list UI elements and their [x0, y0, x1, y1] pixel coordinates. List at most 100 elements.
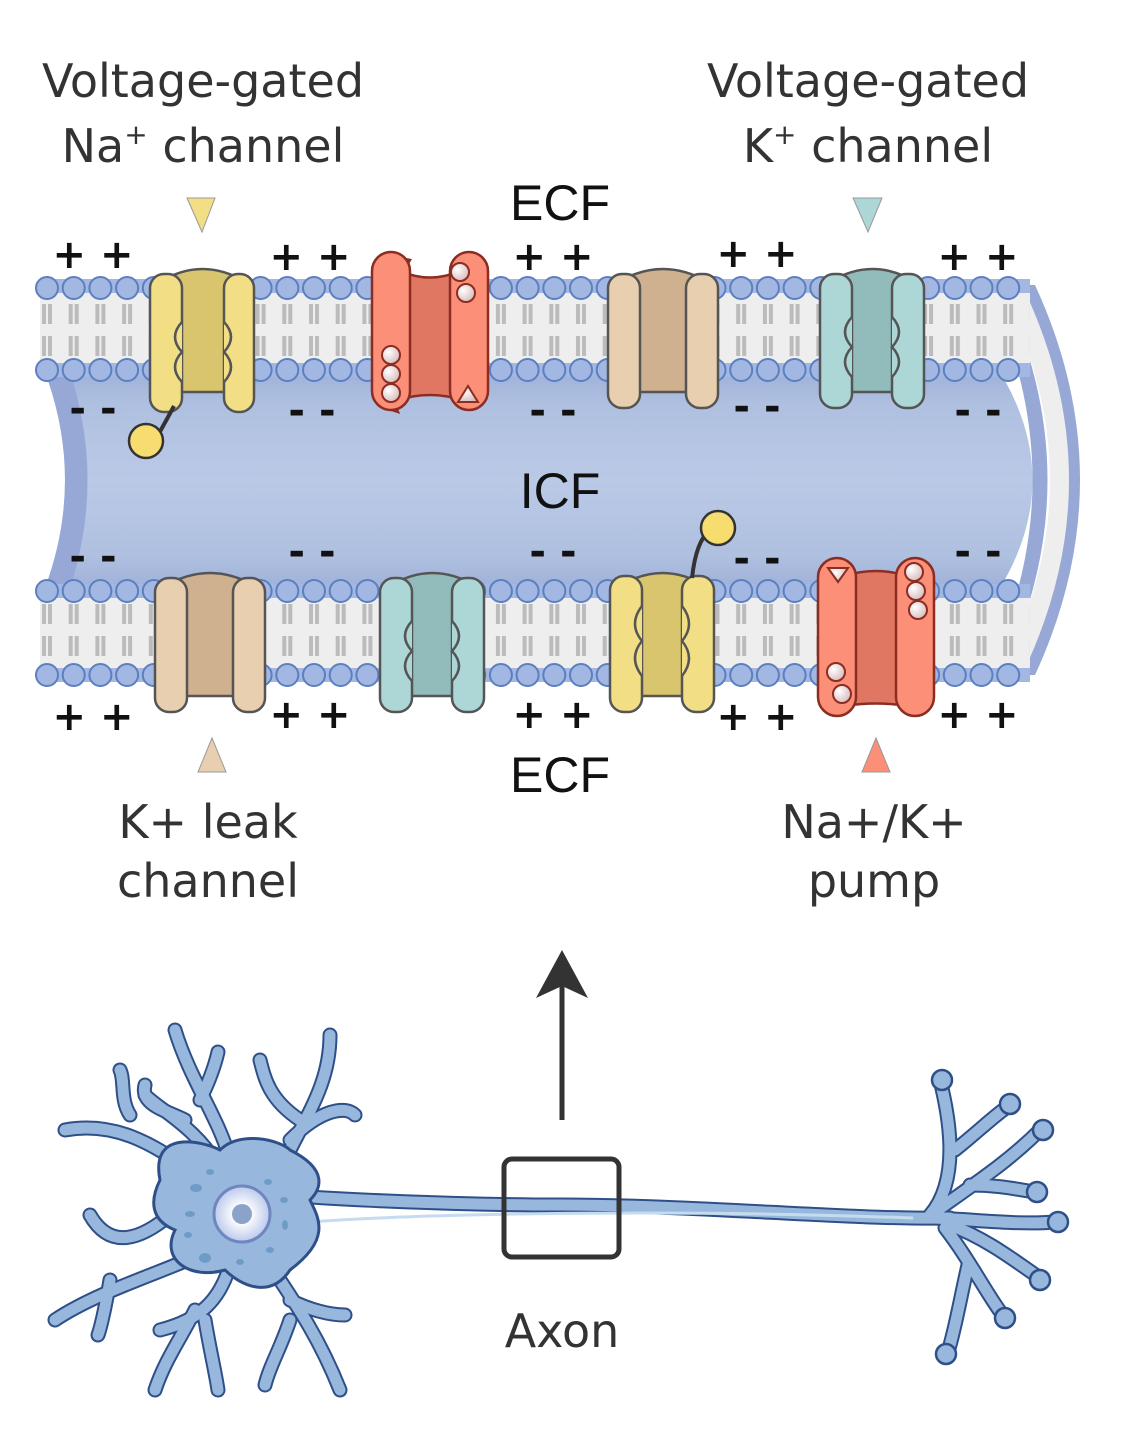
na-channel-bottom[interactable] — [608, 528, 716, 714]
na-channel-label-line2: Na+ channel — [62, 118, 345, 173]
phospholipid-head — [275, 358, 300, 382]
phospholipid-head — [729, 579, 754, 603]
phospholipid-head — [569, 276, 593, 300]
k-channel-top[interactable] — [818, 267, 926, 410]
phospholipid-head — [115, 358, 140, 382]
ecf-bottom-label: ECF — [510, 747, 610, 803]
phospholipid-head — [942, 663, 967, 687]
phospholipid-head — [729, 663, 754, 687]
phospholipid-head — [755, 276, 780, 300]
phospholipid-head — [88, 663, 113, 687]
na-channel-top[interactable] — [148, 267, 256, 442]
phospholipid-head — [35, 579, 59, 603]
negative-charge-label: - - — [954, 388, 1001, 434]
pump-pointer-icon — [861, 736, 891, 773]
k-leak-channel-top[interactable] — [606, 267, 720, 410]
phospholipid-head — [515, 358, 540, 382]
phospholipid-head — [302, 276, 326, 300]
phospholipid-head — [542, 663, 567, 687]
positive-charge-label: + + — [513, 234, 594, 280]
na-k-pump-top[interactable] — [370, 250, 490, 415]
phospholipid-head — [115, 579, 140, 603]
phospholipid-head — [61, 579, 86, 603]
phospholipid-head — [328, 276, 353, 300]
phospholipid-head — [996, 579, 1021, 603]
phospholipid-head — [782, 663, 807, 687]
phospholipid-head — [969, 663, 994, 687]
phospholipid-head — [755, 358, 780, 382]
phospholipid-head — [996, 276, 1021, 300]
positive-charge-label: + + — [938, 692, 1019, 738]
phospholipid-head — [355, 579, 380, 603]
phospholipid-head — [729, 276, 754, 300]
negative-charge-label: - - — [733, 384, 780, 430]
phospholipid-head — [302, 663, 326, 687]
inactivation-gate-ball-open — [699, 509, 737, 547]
phospholipid-head — [488, 276, 513, 300]
phospholipid-head — [61, 663, 86, 687]
pump-label-line1: Na+/K+ — [781, 795, 966, 849]
axon-zoom-box[interactable] — [501, 1156, 622, 1260]
k-leak-label-line2: channel — [117, 854, 299, 908]
positive-charge-label: + + — [270, 692, 351, 738]
phospholipid-head — [35, 358, 59, 382]
phospholipid-head — [115, 276, 140, 300]
ecf-top-label: ECF — [510, 175, 610, 231]
k-leak-channel-bottom[interactable] — [153, 571, 267, 714]
k-channel-label-line1: Voltage-gated — [707, 54, 1029, 108]
phospholipid-head — [355, 663, 380, 687]
positive-charge-label: + + — [53, 232, 134, 278]
icf-label: ICF — [520, 463, 601, 519]
pump-label-line2: pump — [808, 854, 940, 908]
phospholipid-head — [542, 276, 567, 300]
phospholipid-head — [88, 358, 113, 382]
phospholipid-head — [275, 663, 300, 687]
phospholipid-head — [569, 663, 593, 687]
positive-charge-label: + + — [938, 234, 1019, 280]
phospholipid-head — [35, 276, 59, 300]
phospholipid-head — [969, 358, 994, 382]
phospholipid-head — [542, 579, 567, 603]
negative-charge-label: - - — [288, 388, 335, 434]
k-channel-label-line2: K+ channel — [743, 118, 993, 173]
zoom-arrow-icon — [536, 950, 588, 1120]
positive-charge-label: + + — [53, 694, 134, 740]
phospholipid-head — [515, 663, 540, 687]
phospholipid-head — [942, 358, 967, 382]
phospholipid-head — [115, 663, 140, 687]
phospholipid-head — [969, 579, 994, 603]
phospholipid-head — [61, 276, 86, 300]
phospholipid-head — [542, 358, 567, 382]
positive-charge-label: + + — [717, 231, 798, 277]
phospholipid-head — [996, 358, 1021, 382]
phospholipid-head — [302, 579, 326, 603]
phospholipid-head — [969, 276, 994, 300]
positive-charge-label: + + — [717, 694, 798, 740]
phospholipid-head — [328, 358, 353, 382]
phospholipid-head — [569, 358, 593, 382]
k-channel-pointer-icon — [852, 197, 883, 234]
phospholipid-head — [302, 358, 326, 382]
phospholipid-head — [61, 358, 86, 382]
na-k-pump-bottom[interactable] — [816, 556, 936, 718]
charges: + ++ ++ ++ ++ +- -- -- -- -- -- -- -- --… — [53, 231, 1019, 740]
phospholipid-head — [729, 358, 754, 382]
inactivation-gate-ball — [127, 422, 165, 460]
axon-cylinder — [45, 285, 1080, 675]
phospholipid-head — [755, 663, 780, 687]
phospholipid-head — [755, 579, 780, 603]
negative-charge-label: - - — [69, 534, 116, 580]
positive-charge-label: + + — [270, 234, 351, 280]
k-channel-bottom[interactable] — [378, 571, 486, 714]
phospholipid-head — [782, 276, 807, 300]
na-channel-label-line1: Voltage-gated — [42, 54, 364, 108]
phospholipid-head — [275, 579, 300, 603]
neuron — [47, 1022, 1070, 1398]
negative-charge-label: - - — [529, 529, 576, 575]
negative-charge-label: - - — [954, 529, 1001, 575]
positive-charge-label: + + — [513, 692, 594, 738]
negative-charge-label: - - — [69, 386, 116, 432]
phospholipid-head — [328, 663, 353, 687]
phospholipid-head — [88, 579, 113, 603]
